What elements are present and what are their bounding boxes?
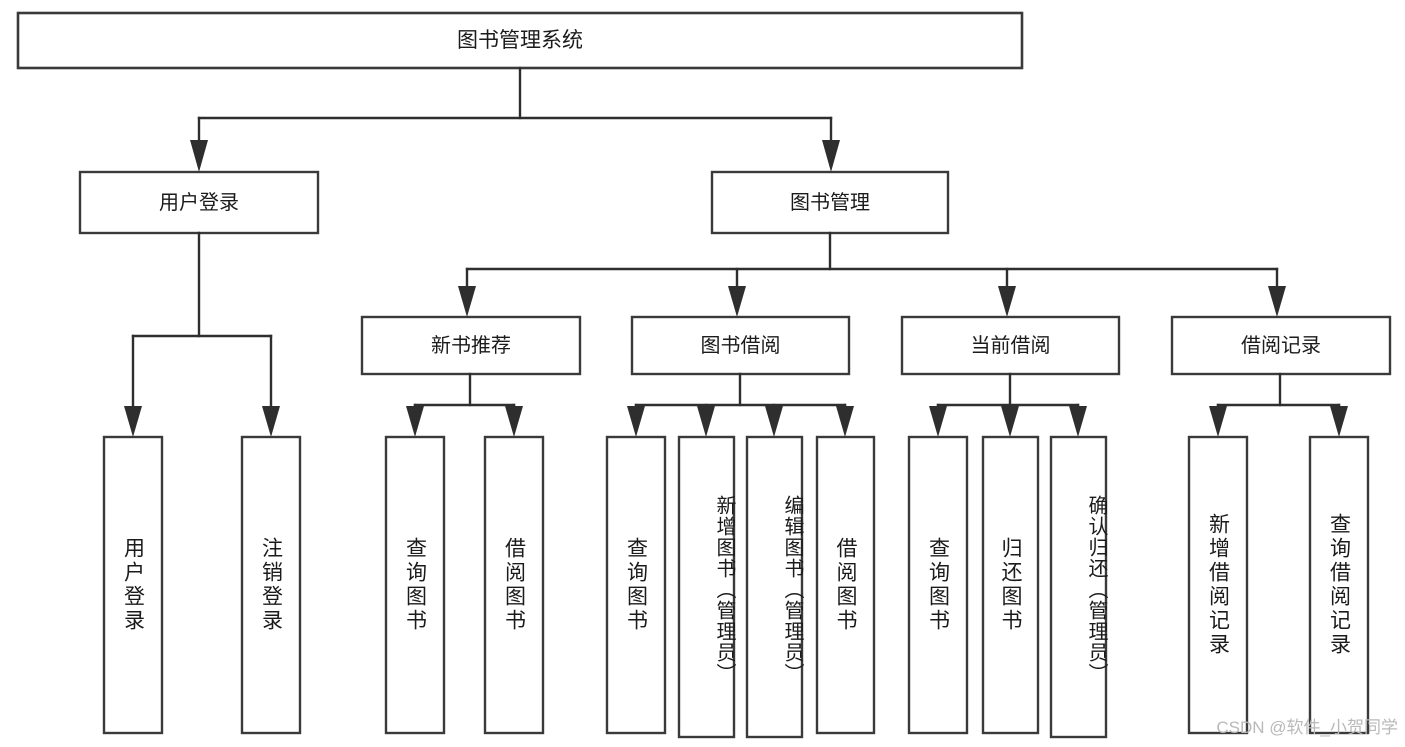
arrowhead-leaf-add-borrow-record: [1209, 406, 1227, 437]
borrow-record-box: [1170, 315, 1392, 376]
connector-user-login-to-leaves: [124, 231, 280, 437]
leaf-box-leaf-return-book[interactable]: [981, 435, 1040, 735]
node-new-book-recommend[interactable]: 新书推荐: [360, 315, 582, 376]
current-borrow-box: [900, 315, 1121, 376]
book-borrow-label: 图书借阅: [701, 334, 781, 357]
node-root[interactable]: 图书管理系统: [16, 11, 1024, 70]
root-box: [16, 11, 1024, 70]
leaf-box-leaf-query-book-2[interactable]: [605, 435, 667, 735]
node-book-borrow[interactable]: 图书借阅: [630, 315, 851, 376]
leaf-box-leaf-query-borrow-record[interactable]: [1308, 435, 1370, 735]
arrowhead-book-borrow: [728, 286, 746, 317]
arrowhead-leaf-logout-login: [262, 406, 280, 437]
connector-book-borrow-to-leaves: [627, 372, 854, 437]
leaf-box-leaf-logout-login[interactable]: [240, 435, 302, 735]
leaf-box-leaf-add-book-admin[interactable]: [677, 435, 736, 739]
arrowhead-leaf-borrow-book-2: [836, 406, 854, 437]
arrowhead-borrow-record: [1268, 286, 1286, 317]
node-book-manage[interactable]: 图书管理: [710, 170, 950, 235]
leaf-boxes: [102, 435, 1370, 739]
arrowhead-current-borrow: [998, 286, 1016, 317]
new-book-recommend-box: [360, 315, 582, 376]
leaf-box-leaf-query-book-1[interactable]: [384, 435, 446, 735]
node-borrow-record[interactable]: 借阅记录: [1170, 315, 1392, 376]
connector-new-book-recommend-to-leaves: [406, 372, 523, 437]
leaf-box-leaf-borrow-book-1[interactable]: [483, 435, 545, 735]
arrowhead-new-book-recommend: [458, 286, 476, 317]
current-borrow-label: 当前借阅: [971, 334, 1051, 357]
connector-current-borrow-to-leaves: [929, 372, 1087, 437]
arrowhead-leaf-borrow-book-1: [505, 406, 523, 437]
arrowhead-book-manage: [822, 140, 840, 172]
node-current-borrow[interactable]: 当前借阅: [900, 315, 1121, 376]
leaf-box-leaf-add-borrow-record[interactable]: [1187, 435, 1249, 735]
connector-book-manage-to-level3: [458, 231, 1286, 317]
leaf-box-leaf-edit-book-admin[interactable]: [745, 435, 804, 739]
new-book-recommend-label: 新书推荐: [431, 334, 511, 357]
leaf-box-leaf-user-login[interactable]: [102, 435, 164, 735]
root-label: 图书管理系统: [457, 29, 583, 52]
user-login-label: 用户登录: [159, 191, 239, 214]
leaf-box-leaf-confirm-return-admin[interactable]: [1049, 435, 1108, 739]
connector-borrow-record-to-leaves: [1209, 372, 1348, 437]
arrowhead-leaf-user-login: [124, 406, 142, 437]
book-manage-label: 图书管理: [790, 191, 870, 214]
leaf-box-leaf-borrow-book-2[interactable]: [815, 435, 876, 735]
arrowhead-leaf-query-book-3: [929, 406, 947, 437]
arrowhead-user-login: [190, 140, 208, 172]
arrowhead-leaf-return-book: [1001, 406, 1019, 437]
book-borrow-box: [630, 315, 851, 376]
csdn-watermark: CSDN @软件_小贺同学: [1216, 718, 1398, 737]
arrowhead-leaf-query-borrow-record: [1330, 406, 1348, 437]
book-manage-box: [710, 170, 950, 235]
borrow-record-label: 借阅记录: [1241, 334, 1321, 357]
node-user-login[interactable]: 用户登录: [78, 170, 320, 235]
arrowhead-leaf-confirm-return-admin: [1069, 406, 1087, 437]
arrowhead-leaf-query-book-2: [627, 406, 645, 437]
connector-root-to-level2: [190, 66, 840, 172]
arrowhead-leaf-query-book-1: [406, 406, 424, 437]
arrowhead-leaf-edit-book-admin: [765, 406, 783, 437]
leaf-box-leaf-query-book-3[interactable]: [907, 435, 969, 735]
arrowhead-leaf-add-book-admin: [697, 406, 715, 437]
